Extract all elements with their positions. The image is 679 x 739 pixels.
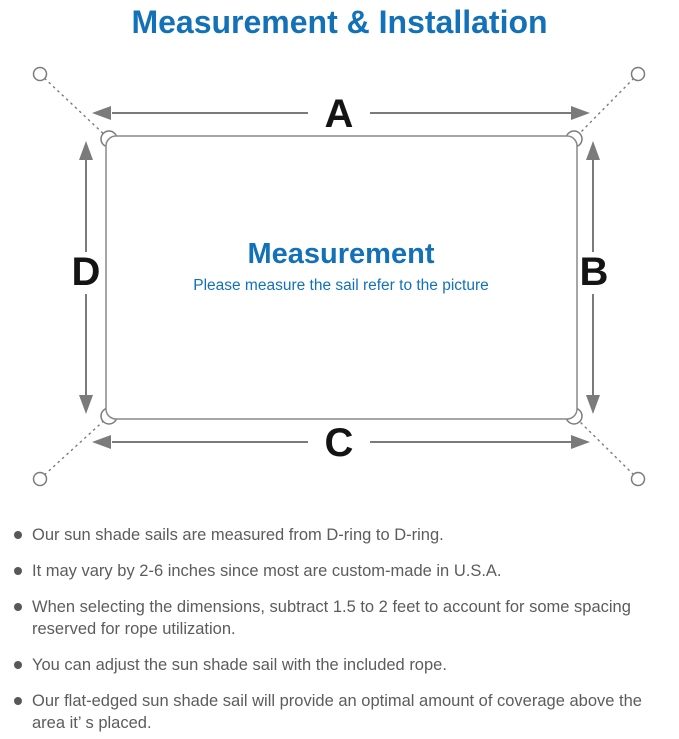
tension-line-top-right — [573, 73, 639, 140]
dimension-c-arrowheads — [92, 435, 590, 449]
anchor-ring-icon — [32, 471, 48, 487]
note-text: You can adjust the sun shade sail with t… — [32, 656, 447, 674]
sail-body — [105, 135, 578, 420]
diagram-center-subtitle: Please measure the sail refer to the pic… — [193, 277, 489, 294]
tension-line-top-left — [39, 73, 110, 140]
note-text: When selecting the dimensions, subtract … — [32, 598, 631, 638]
arrowhead-up-icon — [79, 141, 93, 160]
dimension-label-a: A — [325, 92, 354, 136]
bullet-icon — [14, 697, 22, 705]
dimension-label-b: B — [580, 250, 609, 294]
dimension-label-c: C — [325, 421, 354, 465]
anchor-ring-icon — [630, 471, 646, 487]
list-item: You can adjust the sun shade sail with t… — [14, 654, 671, 676]
bullet-icon — [14, 603, 22, 611]
diagram-center-title: Measurement — [248, 238, 435, 270]
arrowhead-down-icon — [79, 395, 93, 414]
dimension-label-d: D — [72, 250, 101, 294]
dimension-a-arrowheads — [92, 106, 590, 120]
tension-line-bottom-left — [39, 415, 110, 480]
arrowhead-right-icon — [571, 106, 590, 120]
anchor-ring-icon — [630, 66, 646, 82]
arrowhead-right-icon — [571, 435, 590, 449]
page-title: Measurement & Installation — [131, 4, 548, 40]
arrowhead-down-icon — [586, 395, 600, 414]
tension-lines — [39, 73, 639, 480]
measurement-diagram: A C D — [0, 56, 679, 516]
note-text: Our flat-edged sun shade sail will provi… — [32, 692, 642, 732]
note-text: Our sun shade sails are measured from D-… — [32, 526, 444, 544]
notes-list: Our sun shade sails are measured from D-… — [0, 524, 679, 734]
dimension-d-arrowheads — [79, 141, 93, 414]
list-item: When selecting the dimensions, subtract … — [14, 596, 671, 640]
arrowhead-left-icon — [92, 435, 111, 449]
bullet-icon — [14, 661, 22, 669]
sail-diagram-svg: A C D — [32, 66, 646, 487]
list-item: Our flat-edged sun shade sail will provi… — [14, 690, 671, 734]
bullet-icon — [14, 531, 22, 539]
anchor-rings — [32, 66, 646, 487]
arrowhead-left-icon — [92, 106, 111, 120]
anchor-ring-icon — [32, 66, 48, 82]
list-item: It may vary by 2-6 inches since most are… — [14, 560, 671, 582]
note-text: It may vary by 2-6 inches since most are… — [32, 562, 502, 580]
tension-line-bottom-right — [573, 415, 639, 480]
dimension-b-arrowheads — [586, 141, 600, 414]
bullet-icon — [14, 567, 22, 575]
list-item: Our sun shade sails are measured from D-… — [14, 524, 671, 546]
arrowhead-up-icon — [586, 141, 600, 160]
